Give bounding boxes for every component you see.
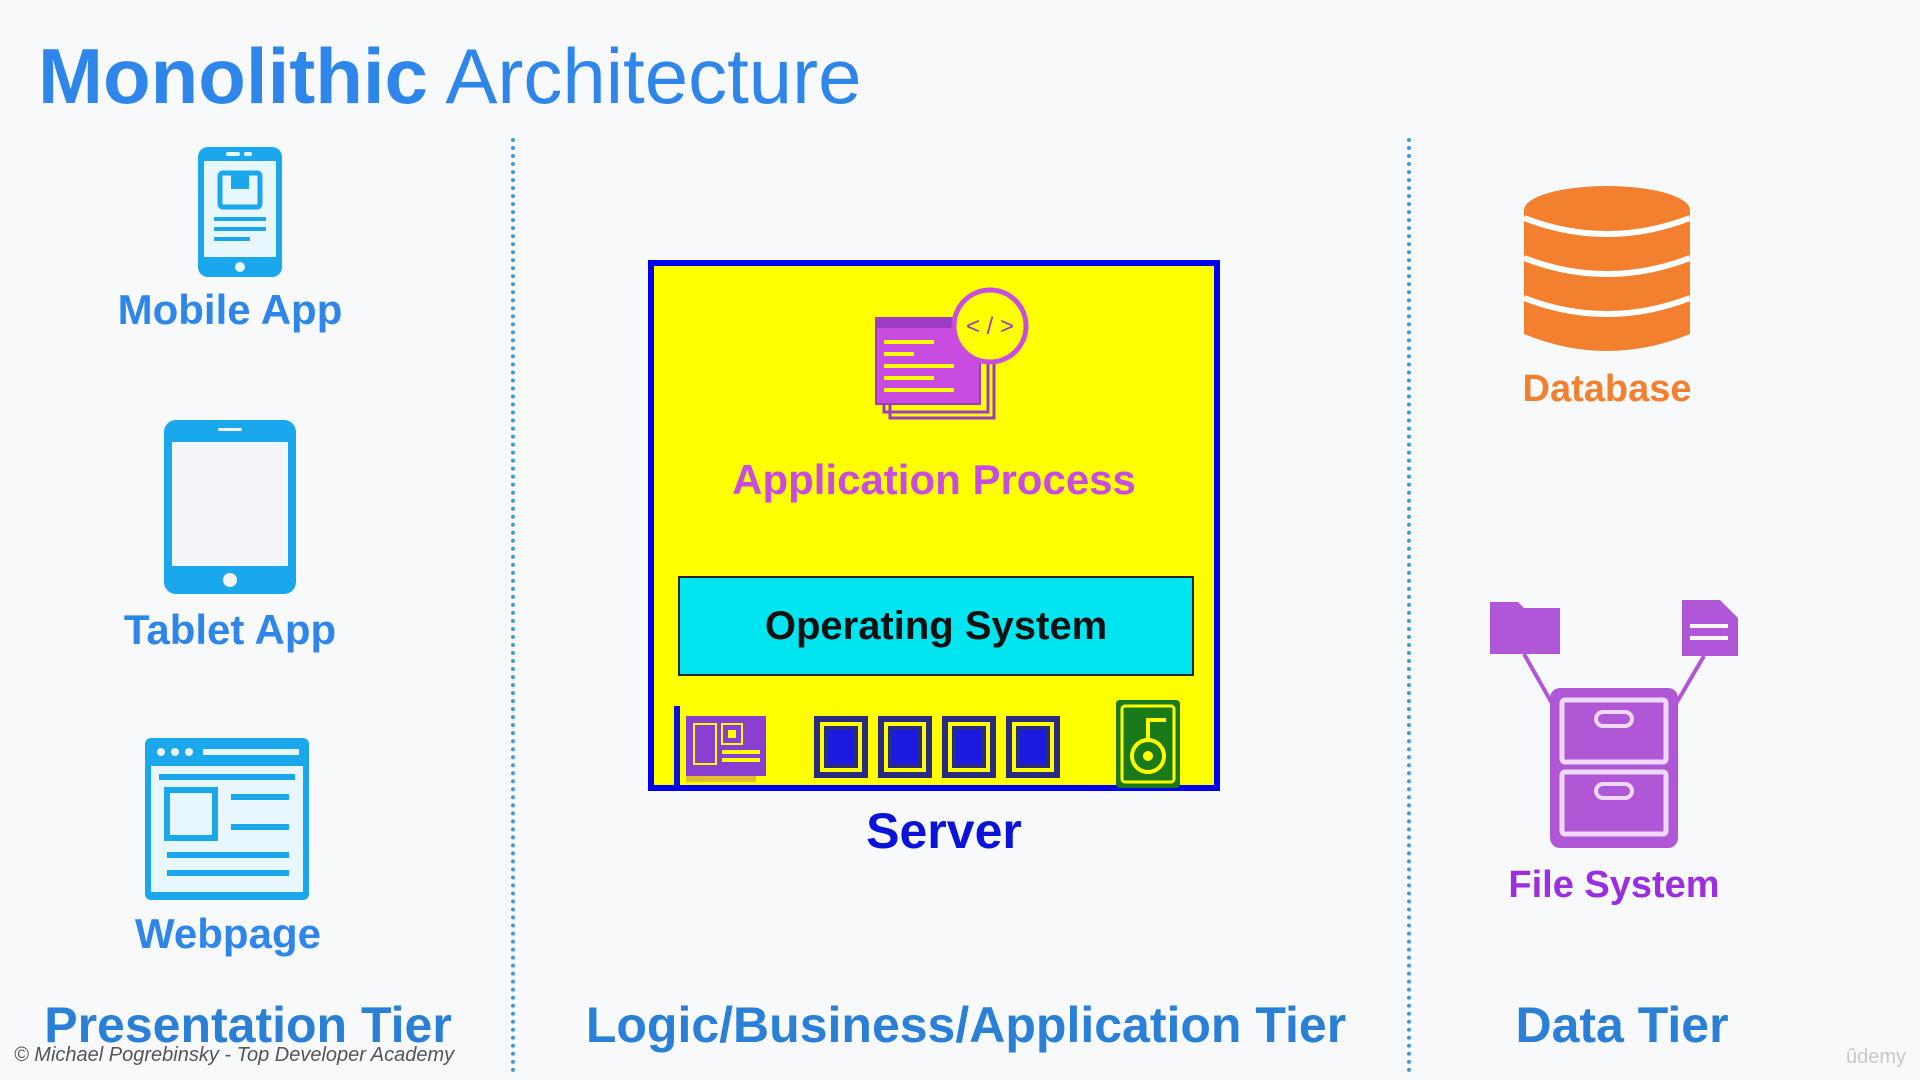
memory-chip-icon [814, 716, 1060, 778]
database-label: Database [1522, 368, 1692, 410]
webpage-icon [145, 738, 309, 900]
server-box: < / > Application Process Operating Syst… [648, 260, 1220, 791]
page-title: Monolithic Architecture [38, 32, 862, 120]
udemy-watermark: ûdemy [1845, 1046, 1906, 1068]
title-bold: Monolithic [38, 32, 428, 120]
file-system-label: File System [1508, 864, 1720, 906]
tablet-icon [164, 420, 296, 594]
svg-text:< / >: < / > [966, 313, 1014, 340]
mobile-app-label: Mobile App [117, 286, 343, 333]
database-icon [1522, 186, 1692, 351]
code-document-icon: < / > [875, 287, 1029, 420]
logic-tier-label: Logic/Business/Application Tier [585, 997, 1347, 1053]
webpage-label: Webpage [135, 910, 321, 957]
network-card-icon [674, 706, 766, 786]
copyright-text: © Michael Pogrebinsky - Top Developer Ac… [14, 1044, 455, 1066]
tablet-app-label: Tablet App [123, 606, 337, 653]
operating-system-label: Operating System [764, 603, 1108, 648]
data-tier-label: Data Tier [1515, 997, 1729, 1053]
presentation-tier-label: Presentation Tier [44, 997, 452, 1053]
title-rest: Architecture [445, 32, 862, 120]
operating-system-box: Operating System [678, 576, 1194, 676]
file-cabinet-icon [1490, 600, 1738, 848]
application-process-label: Application Process [732, 456, 1136, 503]
tier-divider-right [1407, 138, 1411, 1073]
hard-drive-icon [1116, 700, 1180, 788]
mobile-phone-icon [198, 147, 282, 277]
server-label: Server [866, 803, 1022, 859]
tier-divider-left [511, 138, 515, 1073]
